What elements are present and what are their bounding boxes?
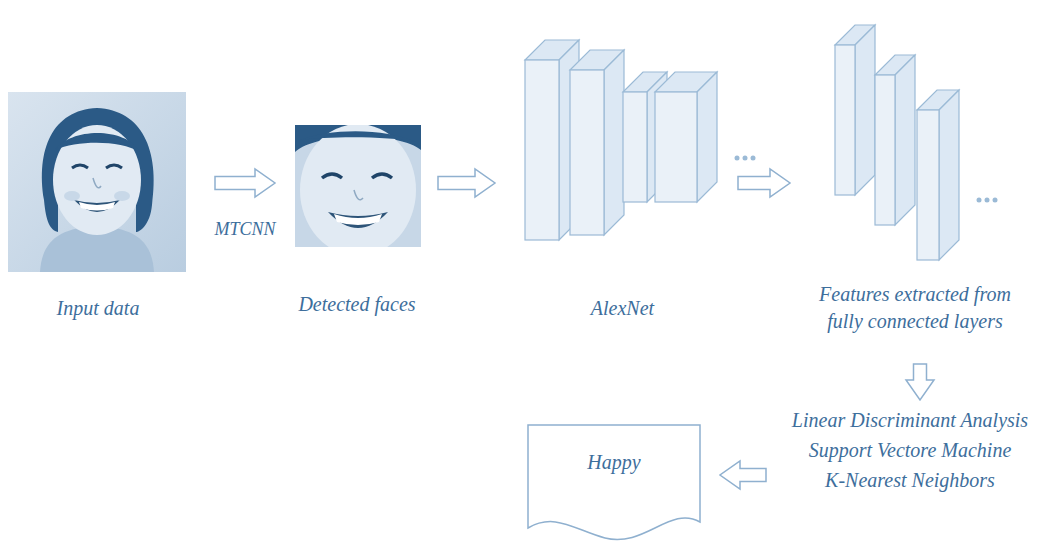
node-text: K-Nearest Neighbors xyxy=(825,465,995,495)
process-node: AlexNet xyxy=(515,30,730,326)
input-photo xyxy=(8,92,186,272)
node-text: Linear Discriminant Analysis xyxy=(792,405,1028,435)
process-node: Features extracted from fully connected … xyxy=(802,15,1028,339)
detected-face-photo xyxy=(295,125,421,247)
feature-layers xyxy=(835,25,959,260)
block-arrow xyxy=(738,169,790,197)
block-arrow xyxy=(438,169,495,197)
ellipsis-dots xyxy=(735,156,756,161)
process-node: Linear Discriminant AnalysisSupport Vect… xyxy=(770,405,1050,505)
node-text: AlexNet xyxy=(591,295,654,322)
block-arrow xyxy=(906,364,934,400)
ellipsis-dots xyxy=(977,198,998,203)
block-arrow xyxy=(215,169,275,197)
node-text: Happy xyxy=(587,449,640,476)
alexnet-layers xyxy=(525,40,717,240)
process-node: Happy xyxy=(528,425,700,485)
process-node: Detected faces xyxy=(282,125,432,322)
process-node: Input data xyxy=(8,92,188,326)
node-text: Support Vectore Machine xyxy=(809,435,1012,465)
document-shape xyxy=(528,425,700,540)
node-text: Detected faces xyxy=(298,291,415,318)
edge-label: MTCNN xyxy=(212,219,277,240)
node-text: Features extracted from fully connected … xyxy=(802,281,1028,335)
node-text: Input data xyxy=(57,295,140,322)
block-arrow xyxy=(720,461,766,489)
